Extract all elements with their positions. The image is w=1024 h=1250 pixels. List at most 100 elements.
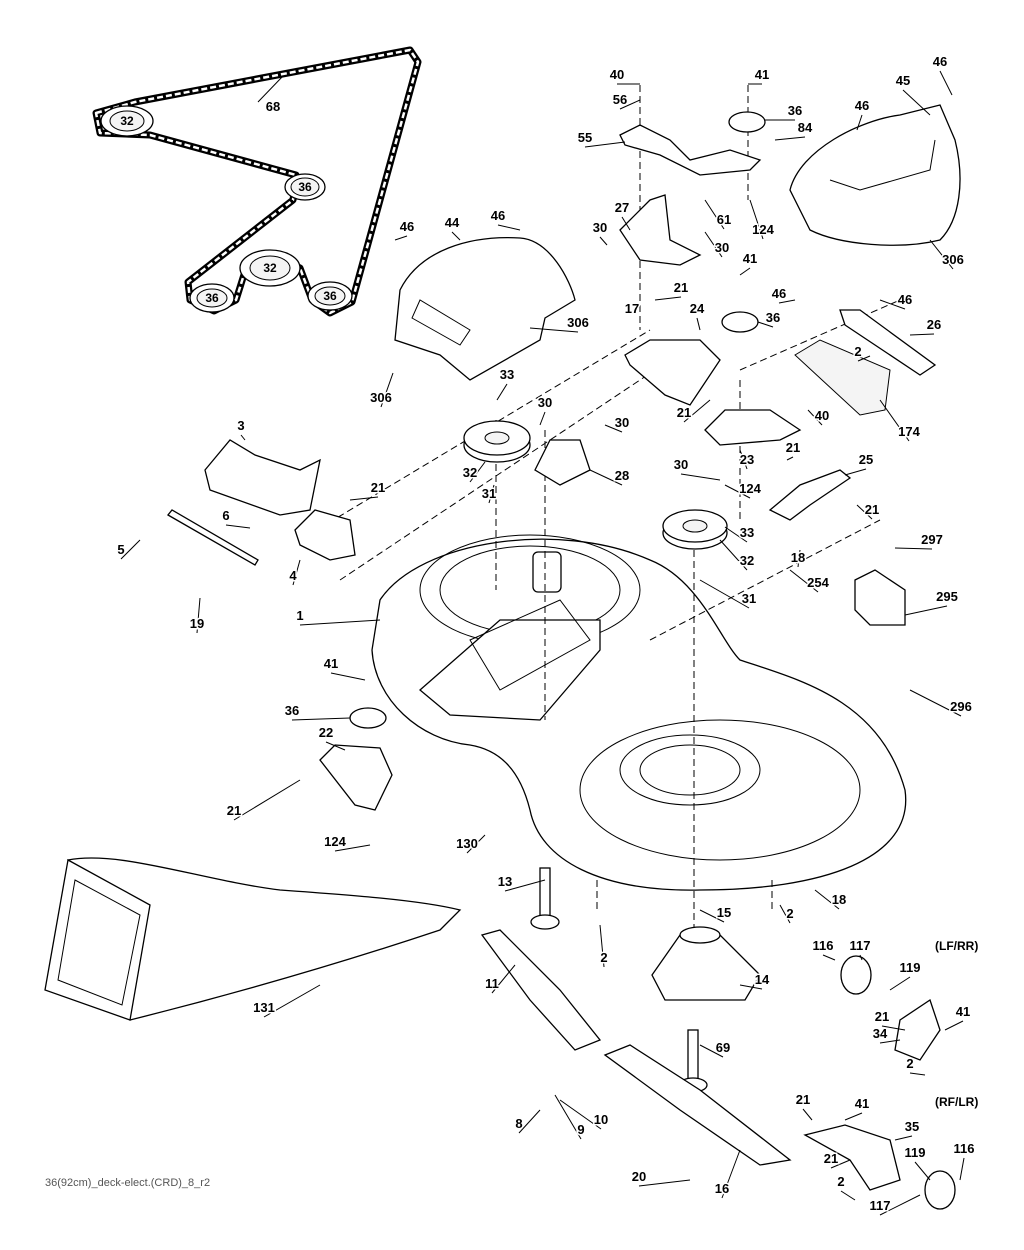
part-leader-line [704, 199, 725, 230]
part-number-label: 22 [319, 725, 333, 740]
part-number-label: 20 [632, 1169, 646, 1184]
part-leader-line [325, 741, 346, 751]
drawing-caption: 36(92cm)_deck-elect.(CRD)_8_r2 [45, 1177, 210, 1189]
blade-11 [480, 929, 602, 1051]
part-number-label: 306 [567, 315, 589, 330]
part-number-label: 296 [950, 699, 972, 714]
part-leader-line [909, 1072, 926, 1076]
chute-131 [44, 857, 462, 1021]
part-leader-line [889, 976, 911, 991]
part-number-label: 8 [515, 1116, 522, 1131]
side-label-front: (LF/RR) [935, 939, 978, 953]
part-leader-line [959, 1157, 965, 1181]
part-leader-line [699, 1044, 724, 1058]
part-number-label: 28 [615, 468, 629, 483]
part-number-label: 31 [742, 591, 756, 606]
part-number-label: 1 [296, 608, 303, 623]
part-number-label: 41 [755, 67, 769, 82]
part-number-label: 2 [837, 1174, 844, 1189]
bracket-28 [534, 439, 591, 486]
part-leader-line [504, 879, 546, 892]
belt-pulley-36-bottom-right: 36 [307, 281, 353, 311]
part-leader-line [233, 779, 301, 821]
part-number-label: 41 [743, 251, 757, 266]
part-number-label: 116 [954, 1141, 975, 1156]
part-leader-line [466, 834, 486, 854]
part-number-label: 30 [674, 457, 688, 472]
idler-bracket-55 [619, 124, 762, 176]
part-number-label: 36 [766, 310, 780, 325]
part-leader-line [879, 299, 906, 310]
part-leader-line [394, 235, 408, 241]
part-leader-line [757, 321, 774, 328]
part-leader-line [349, 496, 379, 501]
part-leader-line [844, 468, 867, 476]
part-number-label: 9 [577, 1122, 584, 1137]
part-leader-line [739, 984, 763, 990]
part-leader-line [299, 619, 381, 626]
part-number-label: 124 [739, 481, 761, 496]
part-leader-line [807, 409, 823, 426]
part-number-label: 56 [613, 92, 627, 107]
part-leader-line [240, 434, 246, 441]
belt-pulley-label: 36 [323, 289, 337, 303]
bracket-22 [319, 744, 393, 811]
part-leader-line [554, 1094, 582, 1140]
part-leader-line [830, 1159, 851, 1169]
part-number-label: 41 [855, 1096, 869, 1111]
part-leader-line [120, 539, 141, 560]
part-number-label: 13 [498, 874, 512, 889]
part-leader-line [619, 99, 641, 110]
part-number-label: 25 [859, 452, 873, 467]
belt-diagram: 32 36 32 36 36 68 [92, 46, 422, 317]
belt-pulley-label: 36 [298, 180, 312, 194]
part-number-label: 21 [875, 1009, 889, 1024]
part-number-label: 61 [717, 212, 731, 227]
part-leader-line [909, 333, 935, 336]
part-number-label: 24 [690, 301, 705, 316]
part-leader-line [879, 399, 910, 442]
part-leader-line [330, 672, 366, 681]
part-leader-line [584, 141, 626, 148]
part-number-label: 295 [936, 589, 958, 604]
part-number-label: 18 [832, 892, 846, 907]
part-leader-line [469, 461, 486, 483]
part-number-label: 33 [740, 525, 754, 540]
belt-cover-right [789, 104, 961, 246]
belt-pulley-32-center: 32 [239, 249, 301, 287]
belt-label: 68 [266, 99, 280, 114]
part-number-label: 45 [896, 73, 910, 88]
part-number-label: 21 [677, 405, 691, 420]
deflector-295 [854, 569, 906, 626]
part-number-label: 46 [491, 208, 505, 223]
part-leader-line [724, 484, 751, 499]
part-number-label: 306 [942, 252, 964, 267]
part-leader-line [894, 547, 933, 550]
housing-14 [651, 926, 761, 1001]
part-number-label: 174 [898, 424, 920, 439]
belt-pulley-label: 32 [120, 114, 134, 128]
part-number-label: 23 [740, 452, 754, 467]
bracket-4 [294, 509, 356, 561]
part-leader-line [789, 569, 819, 593]
part-number-label: 36 [285, 703, 299, 718]
part-leader-line [497, 224, 521, 231]
part-number-label: 30 [538, 395, 552, 410]
part-leader-line [822, 954, 836, 961]
idler-arm-27 [619, 194, 702, 266]
part-leader-line [654, 296, 682, 301]
bracket-3 [204, 439, 321, 516]
blade-16 [603, 1044, 792, 1166]
part-number-label: 33 [500, 367, 514, 382]
part-leader-line [739, 449, 748, 470]
part-leader-line [263, 984, 321, 1018]
part-number-label: 36 [788, 103, 802, 118]
belt-pulley-32-top: 32 [100, 105, 154, 137]
part-leader-line [291, 717, 351, 721]
part-number-label: 11 [485, 976, 499, 991]
part-leader-line [680, 473, 721, 481]
part-number-label: 117 [870, 1198, 891, 1213]
part-leader-line [774, 136, 806, 141]
pulley-32-upper [463, 420, 531, 463]
